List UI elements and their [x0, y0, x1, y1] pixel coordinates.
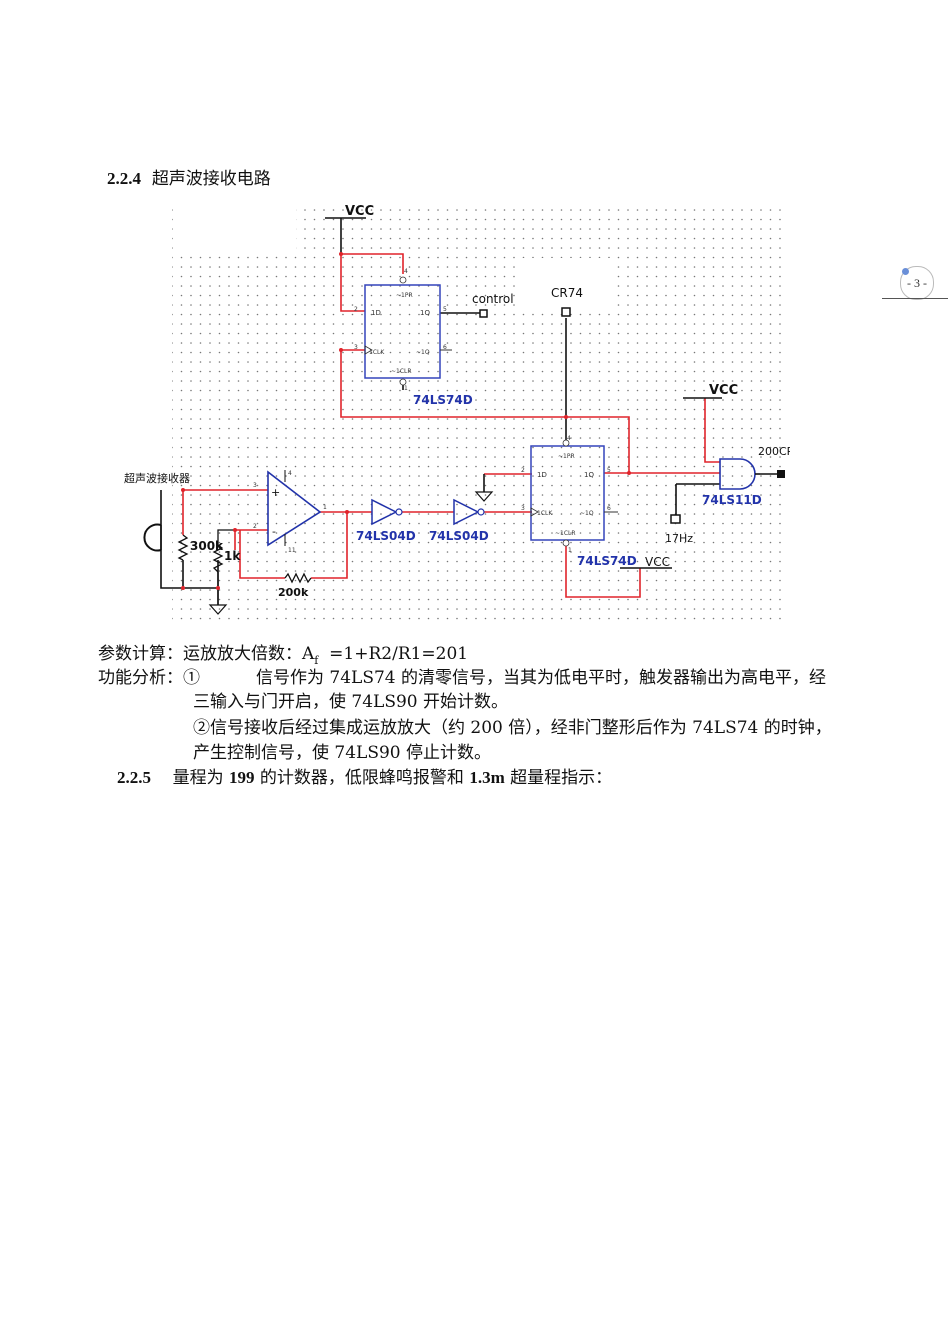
opamp-plus: + [271, 486, 280, 499]
opamp-pin2: 2 [253, 523, 257, 530]
section-heading-225: 2.2.5 量程为 199 的计数器，低限蜂鸣报警和 1.3m 超量程指示： [117, 763, 612, 788]
opamp-pin3: 3 [253, 482, 257, 489]
section-number: 2.2.4 [107, 169, 141, 188]
opamp-pin1: 1 [323, 504, 327, 511]
ff1-name: 74LS74D [413, 393, 473, 407]
ff2-pr: ~1PR [558, 453, 575, 460]
ff1-qn: ~1Q [416, 349, 430, 356]
hz17-connector [670, 514, 681, 524]
ff2-qn: ~1Q [580, 510, 594, 517]
analysis-line-2: 三输入与门开启，使 74LS90 开始计数。 [193, 692, 509, 712]
ff2-name: 74LS74D [577, 554, 637, 568]
ground-2-icon [474, 491, 494, 502]
section-225-bold-2: 1.3m [469, 768, 505, 787]
inverter-2-name: 74LS04D [429, 529, 489, 543]
opamp-pin4: 4 [288, 470, 292, 477]
inverter-1-name: 74LS04D [356, 529, 416, 543]
ff2-q: 1Q [584, 471, 594, 479]
ff1-q: 1Q [420, 309, 430, 317]
black-wires [160, 217, 780, 605]
receiver-transducer-icon [143, 523, 162, 552]
r200k-label: 200k [278, 586, 309, 599]
vcc-bottom-label: VCC [645, 555, 670, 569]
and-gate-symbol [719, 458, 756, 490]
opamp-pin11: 11 [288, 547, 296, 554]
section-225-text-1: 量程为 [172, 768, 230, 788]
resistor-1k-icon [212, 544, 224, 573]
ground-icon [208, 604, 228, 615]
params-formula: =1+R2/R1=201 [329, 644, 469, 664]
ff1-d: 1D [371, 309, 381, 317]
ff2-clr: ~1CLR [555, 530, 576, 537]
ff1-pin-top: 4 [404, 268, 408, 275]
section-225-bold-1: 199 [229, 768, 255, 787]
out-200cp-label: 200CP [758, 445, 790, 458]
inverter-1-symbol [371, 498, 398, 526]
ff1-pin6: 6 [443, 344, 447, 351]
ff1-pin3: 3 [354, 344, 358, 351]
flip-flop-2: ~1PR 1D 1Q 1CLK ~1Q ~1CLR 4 1 2 3 5 6 [521, 435, 618, 554]
ff1-pin-bottom: 1 [404, 385, 408, 392]
flip-flop-1: ~1PR 1D 1Q 1CLK ~1Q ~1CLR 4 1 2 3 5 6 [354, 268, 452, 392]
ff2-d: 1D [537, 471, 547, 479]
receiver-label: 超声波接收器 [124, 471, 190, 485]
section-225-text-3: 超量程指示： [504, 768, 613, 788]
circuit-schematic: ~1PR 1D 1Q 1CLK ~1Q ~1CLR 4 1 2 3 5 6 ~1… [124, 203, 790, 623]
section-title: 超声波接收电路 [151, 169, 271, 189]
out-200cp-connector [777, 470, 785, 478]
hz17-label: 17Hz [665, 532, 693, 545]
opamp-symbol [267, 470, 322, 547]
ff1-pin2: 2 [354, 306, 358, 313]
ff1-pr: ~1PR [396, 292, 413, 299]
ff1-pin5: 5 [443, 306, 447, 313]
section-225-number: 2.2.5 [117, 768, 151, 787]
ff2-pin3: 3 [521, 505, 525, 512]
junction-dots [181, 252, 631, 590]
ff2-pin6: 6 [607, 505, 611, 512]
ff2-clk: 1CLK [537, 510, 553, 517]
section-heading-224: 2.2.4 超声波接收电路 [107, 164, 271, 189]
cr74-label: CR74 [551, 286, 583, 300]
page-number: - 3 - [907, 276, 927, 290]
resistor-200k-icon [284, 572, 312, 584]
analysis-line-3: ②信号接收后经过集成运放放大（约 200 倍），经非门整形后作为 74LS74 … [193, 718, 832, 738]
params-label: 参数计算：运放放大倍数：A [98, 644, 315, 664]
grid-background [172, 203, 782, 623]
resistor-300k-icon [177, 534, 189, 561]
analysis-label: 功能分析：① [98, 668, 200, 688]
analysis-line-1: 信号作为 74LS74 的清零信号，当其为低电平时，触发器输出为高电平，经 [256, 668, 827, 688]
r300k-label: 300k [190, 539, 224, 553]
r1k-label: 1k [224, 549, 241, 563]
ff2-pin2: 2 [521, 467, 525, 474]
opamp-minus: - [272, 525, 276, 538]
section-225-text-2: 的计数器，低限蜂鸣报警和 [254, 768, 470, 788]
vcc-top-label: VCC [345, 204, 374, 219]
control-connector [479, 309, 488, 318]
ff2-pin-bottom: 1 [568, 547, 572, 554]
inverter-2-symbol [453, 498, 480, 526]
page-divider [882, 298, 948, 299]
ff1-clr: ~1CLR [391, 368, 412, 375]
ff2-pin-top: 4 [567, 435, 571, 442]
page-number-badge: - 3 - [900, 266, 934, 300]
dot-icon [902, 268, 909, 275]
control-label: control [472, 292, 514, 306]
ff1-clk: 1CLK [369, 349, 385, 356]
and-gate-name: 74LS11D [702, 493, 762, 507]
analysis-line-4: 产生控制信号，使 74LS90 停止计数。 [193, 743, 492, 763]
parameter-line: 参数计算：运放放大倍数：Af =1+R2/R1=201 [98, 639, 469, 667]
cr74-connector [561, 307, 571, 317]
ff2-pin5: 5 [607, 467, 611, 474]
params-subscript: f [314, 654, 319, 667]
vcc-right-label: VCC [709, 383, 738, 398]
